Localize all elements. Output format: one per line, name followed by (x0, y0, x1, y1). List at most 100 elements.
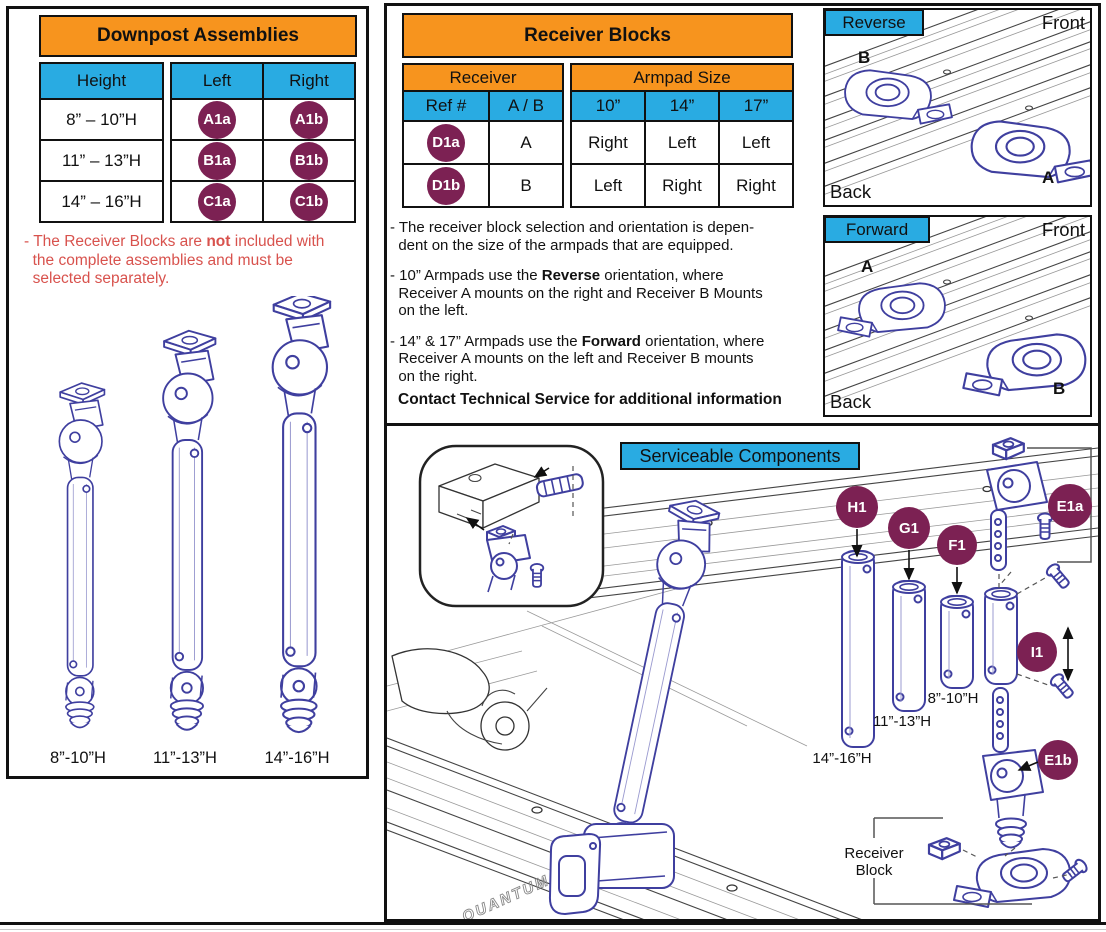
receiver-a-letter: A (861, 257, 874, 276)
size10-cell-row1: Right (572, 122, 644, 163)
page-bottom-rule (0, 922, 1106, 925)
receiver-b-letter: B (858, 48, 871, 67)
badge-e1a: E1a (1057, 498, 1084, 515)
callout-badges: H1 G1 F1 E1a I1 E1b (836, 484, 1092, 780)
receiver-a-letter: A (1042, 168, 1055, 187)
downpost-assemblies-title-text: Downpost Assemblies (96, 25, 299, 46)
quantum-brand-text: QUANTUM (460, 872, 553, 919)
forward-label-chip: Forward (825, 217, 930, 243)
size17-cell-row1: Left (720, 122, 792, 163)
reverse-label-chip: Reverse (825, 10, 924, 36)
receiver-block-figure (953, 848, 1072, 908)
badge-h1: H1 (847, 499, 866, 516)
downpost-figures-illustration (58, 296, 332, 734)
badge-e1b-circle (1038, 740, 1078, 780)
mount-detail-inset (418, 444, 605, 608)
height-cell-row1: 8” – 10”H (41, 100, 162, 139)
e1b-clevis-figure (982, 687, 1044, 849)
ref-badge-c1b: C1b (290, 182, 328, 221)
reverse-orientation-panel: Reverse Front Back B A (823, 8, 1092, 207)
size10-column-header: 10” (572, 92, 644, 120)
receiver-block-b-figure (844, 69, 953, 125)
ref-badge-b1b: B1b (290, 141, 328, 180)
downpost-figure-tall (271, 296, 332, 734)
front-label: Front (1041, 219, 1085, 240)
ref-badge-d1a: D1a (427, 123, 465, 162)
size14-cell-row2: Right (646, 165, 718, 206)
ref-column-header: Ref # (404, 92, 488, 120)
ref-badge-b1a: B1a (198, 141, 236, 180)
receiver-b-letter: B (1053, 379, 1066, 398)
receiver-block-a-figure (970, 120, 1090, 184)
receiver-notes: - The receiver block selection and orien… (390, 219, 820, 398)
back-label: Back (830, 391, 872, 412)
receiver-blocks-title: Receiver Blocks (402, 13, 793, 58)
ab-cell-row2: B (490, 165, 562, 206)
badge-e1b: E1b (1044, 752, 1072, 769)
height-cell-row2: 11” – 13”H (41, 141, 162, 180)
ref-badge-a1b: A1b (290, 100, 328, 139)
forward-orientation-panel: Forward Front Back A B (823, 215, 1092, 417)
badge-f1-circle (937, 525, 977, 565)
ab-cell-row1: A (490, 122, 562, 163)
armpad-size-table: Armpad Size 10” 14” 17” Right Left Left … (570, 63, 794, 208)
receiver-group-header: Receiver (404, 65, 562, 90)
figure-label-14-16: 14”-16”H (264, 749, 330, 767)
badge-f1: F1 (948, 537, 966, 554)
i1-screws-figure (1016, 561, 1077, 702)
forward-label-text: Forward (845, 219, 909, 239)
tube-adjustable-figure (984, 587, 1018, 685)
contact-technical-service-note: Contact Technical Service for additional… (398, 391, 782, 408)
height-column-header: Height (41, 64, 162, 98)
note-selection: - The receiver block selection and orien… (390, 219, 755, 254)
tube-f1-figure (940, 595, 974, 689)
table-cell: D1a (404, 122, 488, 163)
caster-arm-figure (391, 648, 548, 751)
downpost-figure-medium (162, 329, 217, 731)
downpost-leftright-table: Left Right A1a A1b B1a B1b C1a C1b (170, 62, 356, 223)
badge-g1-circle (888, 507, 930, 549)
tube-g1-figure (892, 580, 926, 712)
size14-column-header: 14” (646, 92, 718, 120)
left-column-header: Left (172, 64, 262, 98)
section-divider (384, 423, 1101, 426)
back-label: Back (830, 181, 872, 202)
badge-i1-circle (1017, 632, 1057, 672)
figure-label-11-13: 11”-13”H (153, 749, 217, 767)
receiver-block-caption-line1: Receiver (844, 845, 903, 862)
screw-figure (529, 563, 545, 588)
table-cell: C1a (172, 182, 262, 221)
table-cell: D1b (404, 165, 488, 206)
badge-e1a-circle (1048, 484, 1092, 528)
receiver-block-b-figure (962, 333, 1087, 397)
ab-column-header: A / B (490, 92, 562, 120)
receiver-block-caption-line2: Block (856, 862, 893, 879)
t-nut-figure (927, 837, 961, 861)
ref-badge-a1a: A1a (198, 100, 236, 139)
downpost-height-table: Height 8” – 10”H 11” – 13”H 14” – 16”H (39, 62, 164, 223)
forward-rail-illustration (825, 217, 1090, 407)
receiver-block-a-figure (837, 282, 946, 338)
size10-cell-row2: Left (572, 165, 644, 206)
table-cell: A1b (264, 100, 354, 139)
downpost-assemblies-title: Downpost Assemblies (39, 15, 357, 57)
figure-label-8-10: 8”-10”H (50, 749, 106, 767)
receiver-block-assembly-figure: Receiver Block (844, 817, 1090, 908)
tube-label-14-16: 14”-16”H (812, 750, 871, 767)
table-cell: B1b (264, 141, 354, 180)
size14-cell-row1: Left (646, 122, 718, 163)
right-column-header: Right (264, 64, 354, 98)
table-cell: A1a (172, 100, 262, 139)
serviceable-components-chip: Serviceable Components (620, 442, 860, 470)
height-cell-row3: 14” – 16”H (41, 182, 162, 221)
armpad-group-header: Armpad Size (572, 65, 792, 90)
serviceable-components-title: Serviceable Components (639, 445, 841, 466)
serviceable-components-illustration: QUANTUM (387, 437, 1098, 919)
page-edge-line (0, 929, 1106, 930)
note-forward-orientation: - 14” & 17” Armpads use the Forward orie… (390, 332, 765, 385)
front-label: Front (1041, 12, 1085, 33)
size17-column-header: 17” (720, 92, 792, 120)
receiver-blocks-title-text: Receiver Blocks (524, 24, 671, 46)
downpost-figure-small (58, 382, 106, 729)
ref-badge-d1b: D1b (427, 166, 465, 205)
